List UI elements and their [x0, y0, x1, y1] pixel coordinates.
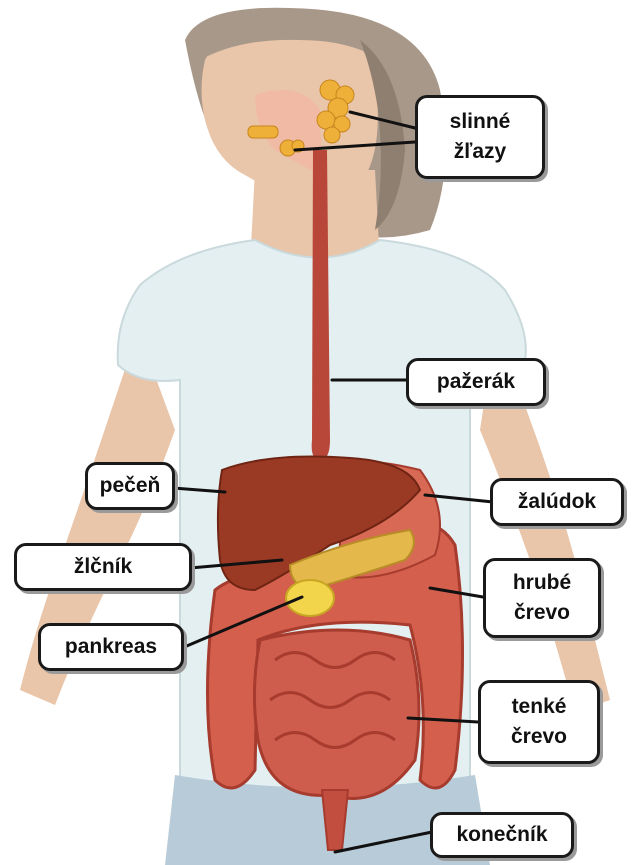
- label-salivary-glands-text: slinné žľazy: [450, 107, 511, 167]
- label-small-intestine: tenké črevo: [478, 680, 600, 764]
- label-pancreas: pankreas: [38, 623, 184, 671]
- label-gallbladder: žlčník: [14, 543, 192, 591]
- label-gallbladder-text: žlčník: [74, 552, 132, 582]
- label-salivary-glands: slinné žľazy: [415, 95, 545, 179]
- label-liver: pečeň: [85, 462, 175, 510]
- label-esophagus-text: pažerák: [437, 367, 515, 397]
- label-esophagus: pažerák: [406, 358, 546, 406]
- label-liver-text: pečeň: [100, 471, 161, 501]
- label-pancreas-text: pankreas: [65, 632, 157, 662]
- label-rectum: konečník: [430, 812, 574, 858]
- label-stomach-text: žalúdok: [518, 487, 596, 517]
- label-stomach: žalúdok: [490, 478, 624, 526]
- small-intestine: [254, 630, 419, 798]
- label-small-intestine-text: tenké črevo: [511, 692, 567, 752]
- label-large-intestine-text: hrubé črevo: [513, 568, 571, 628]
- esophagus: [312, 150, 330, 460]
- label-rectum-text: konečník: [456, 820, 547, 850]
- label-large-intestine: hrubé črevo: [483, 558, 601, 638]
- gallbladder: [286, 580, 334, 616]
